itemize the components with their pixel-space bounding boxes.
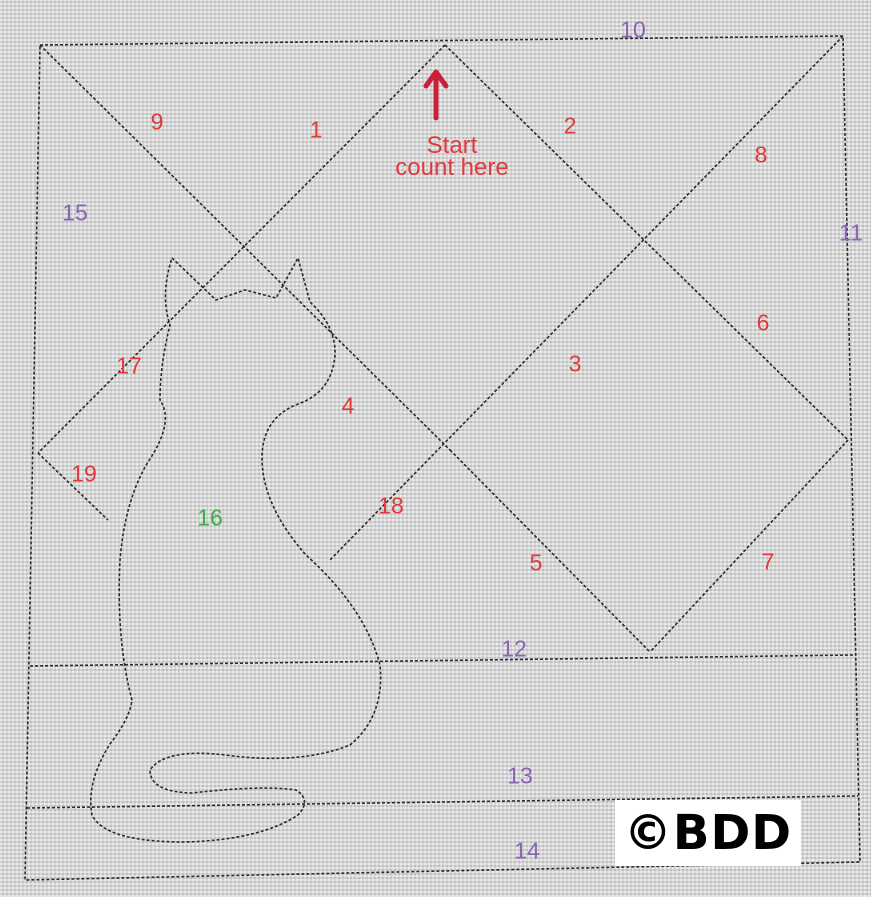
section-number-7: 7 (762, 551, 775, 574)
section-number-5: 5 (530, 552, 543, 575)
diagonal-peak-left (38, 45, 445, 453)
start-note-line2: count here (395, 157, 508, 179)
section-number-16: 16 (197, 507, 223, 530)
cat-silhouette (91, 258, 381, 842)
section-number-3: 3 (569, 353, 582, 376)
window-sill-line (30, 655, 853, 666)
section-number-12: 12 (501, 638, 527, 661)
section-number-13: 13 (507, 765, 533, 788)
diagonal-right-top (330, 36, 843, 560)
section-number-6: 6 (757, 312, 770, 335)
diagonal-lower-right (650, 440, 848, 652)
section-number-8: 8 (755, 144, 768, 167)
section-number-19: 19 (71, 463, 97, 486)
section-number-4: 4 (342, 395, 355, 418)
section-number-1: 1 (310, 119, 323, 142)
section-number-9: 9 (151, 111, 164, 134)
section-number-15: 15 (62, 202, 88, 225)
diagonal-center-down (450, 450, 650, 652)
section-number-2: 2 (564, 115, 577, 138)
start-count-note: Start count here (395, 135, 508, 179)
section-number-17: 17 (116, 355, 142, 378)
copyright-watermark: ©BDD (615, 800, 801, 866)
section-number-11: 11 (839, 222, 863, 245)
up-arrow-icon (426, 72, 446, 118)
section-number-18: 18 (378, 495, 404, 518)
section-number-14: 14 (514, 840, 540, 863)
section-number-10: 10 (620, 19, 646, 42)
